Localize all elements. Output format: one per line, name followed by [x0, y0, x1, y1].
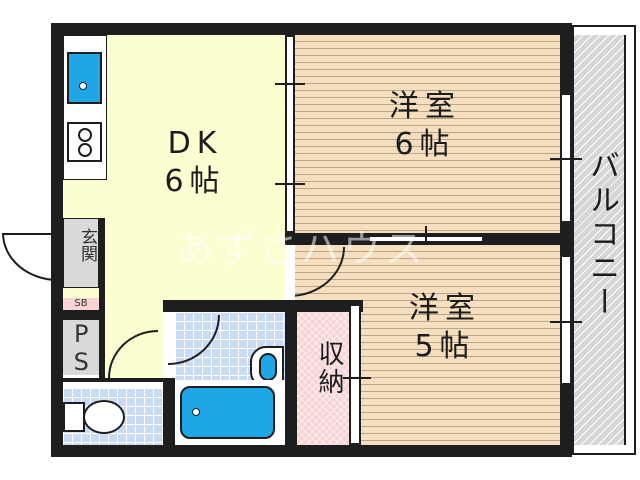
room-western-5-size: 5帖: [414, 328, 476, 364]
wall-storage-top: [297, 300, 363, 306]
storage: [297, 312, 349, 445]
wall-sb: [63, 310, 99, 320]
storage-label: 収納: [314, 340, 344, 396]
room-western-5-label: 洋室 5帖: [390, 290, 500, 365]
entrance: [63, 218, 99, 288]
room-western-6-label: 洋室 6帖: [370, 88, 480, 163]
wall-bath-storage: [285, 300, 297, 445]
wall-toilet-right: [163, 378, 175, 445]
outer-wall-right: [560, 23, 572, 457]
outer-wall-top: [51, 23, 572, 35]
door-tick: [550, 158, 582, 160]
balcony: [572, 35, 626, 445]
room-dk-label: DK 6帖: [140, 125, 250, 200]
stove-icon: [67, 122, 102, 162]
door-tick: [275, 183, 305, 185]
wall-ps-right: [99, 218, 105, 378]
room-western-5-name: 洋室: [409, 291, 481, 326]
door-tick: [275, 83, 305, 85]
room-western-6: [295, 35, 560, 233]
storage-door[interactable]: [349, 302, 361, 445]
door-tick: [343, 377, 371, 379]
door-tick: [550, 321, 582, 323]
watermark: あずさハウス: [175, 227, 428, 271]
toilet-icon: [63, 400, 125, 434]
door-opening: [285, 245, 295, 300]
room-western-6-size: 6帖: [394, 126, 456, 162]
ps-shaft: PS: [63, 320, 99, 376]
sink-icon: [67, 52, 102, 104]
door-tick: [425, 226, 427, 251]
room-western-6-name: 洋室: [389, 89, 461, 124]
outer-wall-bottom: [51, 445, 572, 457]
balcony-label: バルコニー: [584, 150, 619, 320]
room-western-5: [295, 245, 560, 445]
room-dk-name: DK: [167, 126, 223, 161]
entrance-label: 玄関: [77, 228, 97, 262]
room-dk-size: 6帖: [164, 163, 226, 199]
sliding-door-dk-western: [285, 35, 295, 233]
front-door[interactable]: [2, 233, 58, 281]
sb-shoebox: SB: [63, 298, 99, 310]
ps-label: PS: [67, 320, 96, 376]
window-western-5[interactable]: [560, 255, 572, 385]
bathtub-icon: [180, 386, 275, 439]
wall-toilet-left: [63, 378, 163, 382]
